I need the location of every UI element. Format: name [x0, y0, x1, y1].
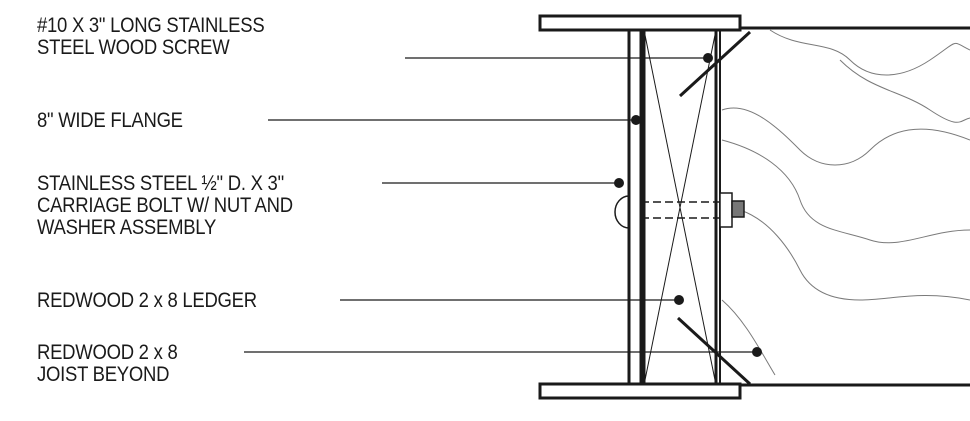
- label-ledger: REDWOOD 2 x 8 LEDGER: [37, 289, 257, 311]
- label-joist-line-1: REDWOOD 2 x 8: [37, 340, 178, 364]
- label-joist-line-2: JOIST BEYOND: [37, 362, 170, 386]
- wood-screws: [676, 30, 752, 386]
- wide-flange-beam: [538, 14, 742, 400]
- label-screw: #10 X 3" LONG STAINLESS STEEL WOOD SCREW: [37, 13, 265, 59]
- dot-flange: [631, 115, 641, 125]
- label-bolt-line-2: CARRIAGE BOLT W/ NUT AND: [37, 193, 293, 217]
- label-screw-line-1: #10 X 3" LONG STAINLESS: [37, 13, 265, 37]
- label-bolt: STAINLESS STEEL ½" D. X 3" CARRIAGE BOLT…: [37, 172, 293, 238]
- leader-lines: [244, 57, 757, 353]
- dot-screw: [703, 53, 713, 63]
- joist-block: [719, 26, 970, 387]
- label-bolt-line-1: STAINLESS STEEL ½" D. X 3": [37, 171, 284, 195]
- label-ledger-line-1: REDWOOD 2 x 8 LEDGER: [37, 288, 257, 312]
- dot-bolt: [614, 178, 624, 188]
- dot-ledger: [674, 295, 684, 305]
- label-screw-line-2: STEEL WOOD SCREW: [37, 35, 230, 59]
- label-joist: REDWOOD 2 x 8 JOIST BEYOND: [37, 340, 178, 386]
- callout-dots: [614, 53, 762, 357]
- label-flange-line-1: 8" WIDE FLANGE: [37, 108, 183, 132]
- ledger-board: [642, 28, 718, 387]
- carriage-bolt: [614, 192, 745, 229]
- wood-grain: [721, 29, 970, 376]
- dot-joist: [752, 347, 762, 357]
- label-bolt-line-3: WASHER ASSEMBLY: [37, 215, 217, 239]
- label-flange: 8" WIDE FLANGE: [37, 109, 183, 131]
